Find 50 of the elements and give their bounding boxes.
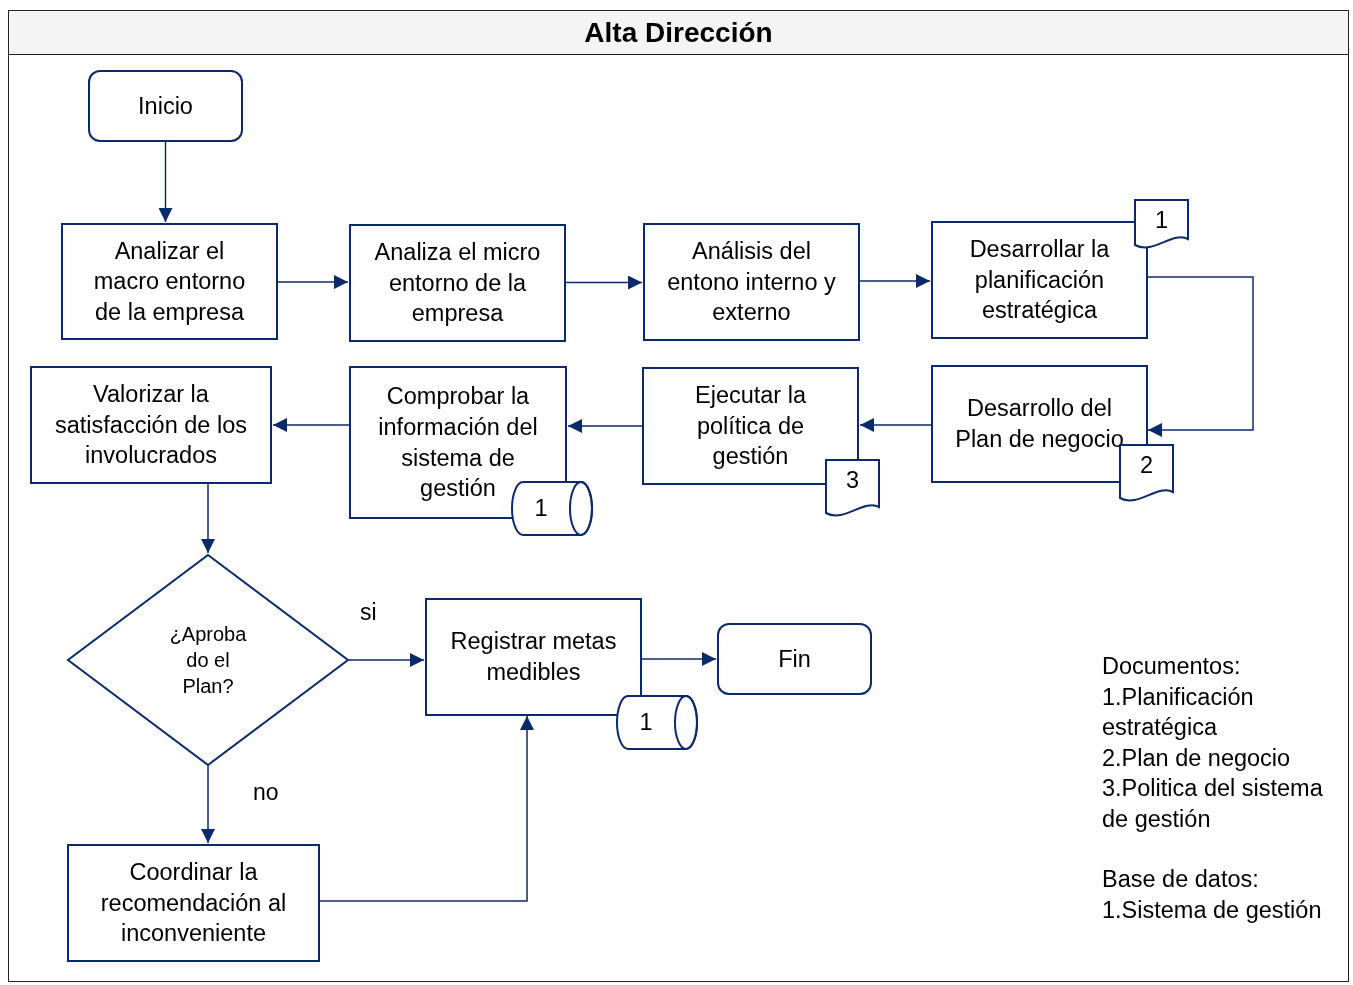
node-label: 3 xyxy=(845,466,860,495)
lane-title: Alta Dirección xyxy=(9,11,1348,55)
node-label: Valorizar la satisfacción de los involucrados xyxy=(54,380,248,471)
node-label: Desarrollar la planificación estratégica xyxy=(968,235,1111,326)
arrow xyxy=(1147,276,1254,437)
arrow xyxy=(201,483,215,554)
node-label: ¿Aproba do el Plan? xyxy=(168,622,248,699)
arrow xyxy=(641,652,717,666)
node-label: Fin xyxy=(778,644,811,674)
node-label: Registrar metas medibles xyxy=(449,627,618,687)
swimlane xyxy=(8,10,1349,982)
process-box xyxy=(30,366,272,484)
node-label: Coordinar la recomendación al inconveniente xyxy=(99,858,288,949)
database-cylinder xyxy=(512,481,592,536)
node-label: 1 xyxy=(639,708,653,738)
process-box xyxy=(61,223,278,340)
note-text: 1.Sistema de gestión xyxy=(1102,895,1323,925)
arrow xyxy=(158,141,173,223)
terminator-box xyxy=(717,623,872,695)
arrow xyxy=(277,275,349,289)
note-text: 2.Plan de negocio xyxy=(1102,743,1292,773)
note-text: 1.Planificación estratégica xyxy=(1102,682,1255,743)
arrow xyxy=(859,418,932,432)
arrow xyxy=(201,765,215,844)
node-label: Ejecutar la política de gestión xyxy=(694,381,807,472)
node-label: 1 xyxy=(1154,206,1169,235)
arrow xyxy=(859,274,931,288)
process-box xyxy=(67,844,320,962)
node-label: Analizar el macro entorno de la empresa xyxy=(92,236,247,327)
node-label: Inicio xyxy=(138,91,193,121)
note-text: Documentos: xyxy=(1102,652,1242,681)
note-text: Base de datos: xyxy=(1102,865,1260,895)
node-label: 2 xyxy=(1139,451,1154,480)
database-cylinder xyxy=(617,695,697,750)
node-label: Análisis del entono interno y externo xyxy=(666,237,837,328)
process-box xyxy=(931,221,1148,339)
terminator-box xyxy=(88,70,243,142)
node-label: Analiza el micro entorno de la empresa xyxy=(373,238,542,329)
note-text: 3.Politica del sistema de gestión xyxy=(1102,774,1324,834)
arrow xyxy=(348,653,425,667)
arrow xyxy=(567,419,643,433)
node-label: Desarrollo del Plan de negocio xyxy=(954,394,1125,454)
arrow xyxy=(319,715,534,902)
process-box xyxy=(425,598,642,716)
decision-diamond xyxy=(67,554,349,766)
process-box xyxy=(349,224,566,342)
process-box xyxy=(643,223,860,341)
arrow xyxy=(565,275,643,290)
process-box xyxy=(349,366,567,519)
arrow xyxy=(272,418,350,432)
